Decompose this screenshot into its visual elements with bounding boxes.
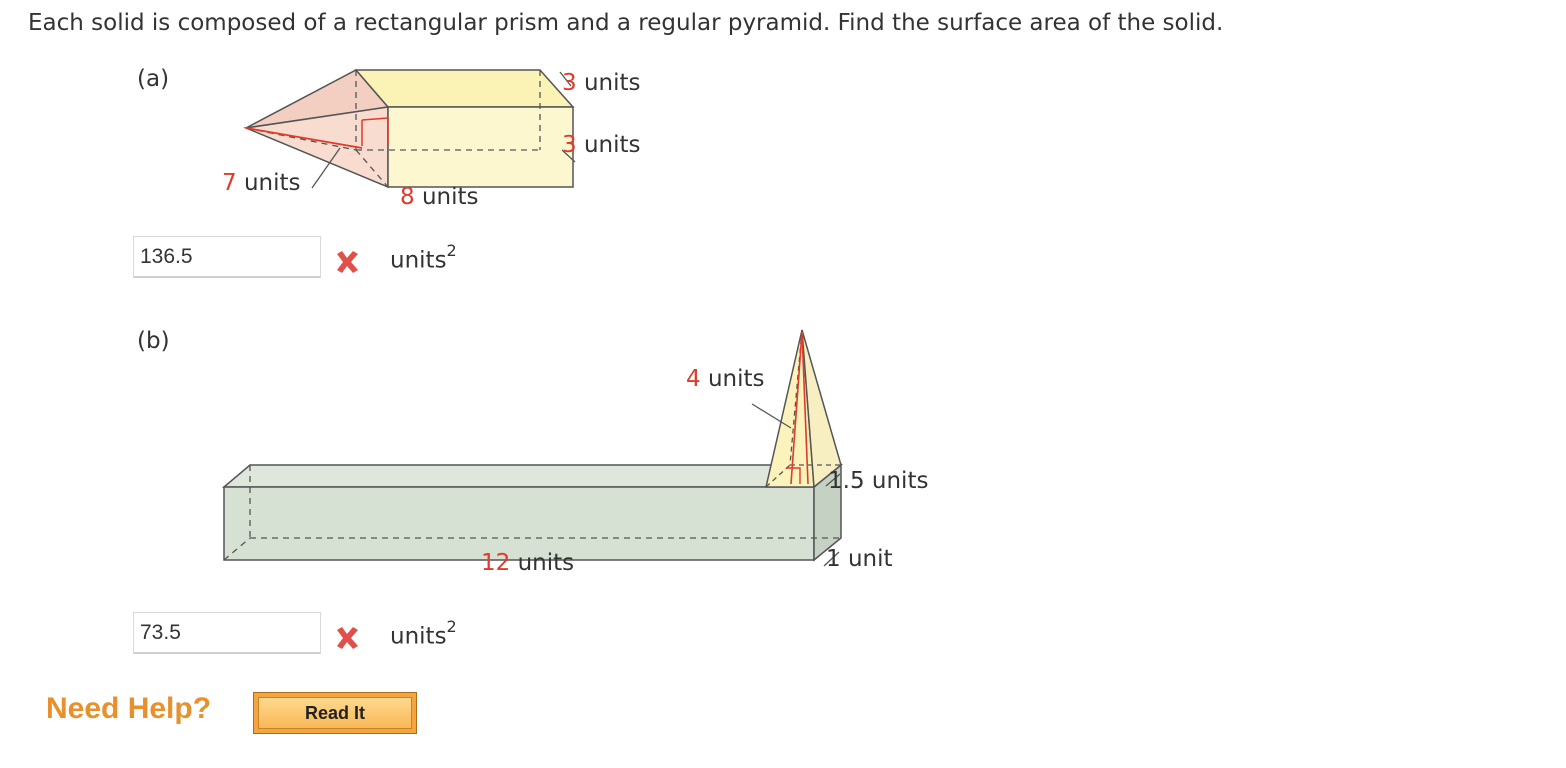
prism-b-top [221,464,844,488]
part-b-label: (b) [137,328,170,354]
dim-a-side: 3 units [562,132,641,158]
pyramid-b-side-face [801,329,842,489]
answer-b-input[interactable]: 73.5 [133,612,321,654]
need-help-heading: Need Help? [46,692,212,725]
dim-b-length: 12 units [481,550,574,576]
answer-b-unit: units2 [390,617,457,650]
read-it-button[interactable]: Read It [253,692,417,734]
dim-b-height: 1 unit [826,546,893,572]
prism-a-front [387,106,574,188]
read-it-label: Read It [258,697,412,729]
part-a-label: (a) [137,66,170,92]
instructions: Each solid is composed of a rectangular … [28,10,1224,36]
dim-a-slant: 7 units [222,170,301,196]
incorrect-x-icon [337,627,358,649]
dim-b-slant: 4 units [686,366,765,392]
answer-a-unit: units2 [390,241,457,274]
answer-a-input[interactable]: 136.5 [133,236,321,278]
dim-a-top: 3 units [562,70,641,96]
incorrect-x-icon [337,251,358,273]
dim-a-bottom: 8 units [400,184,479,210]
dim-b-base: 1.5 units [828,468,928,494]
